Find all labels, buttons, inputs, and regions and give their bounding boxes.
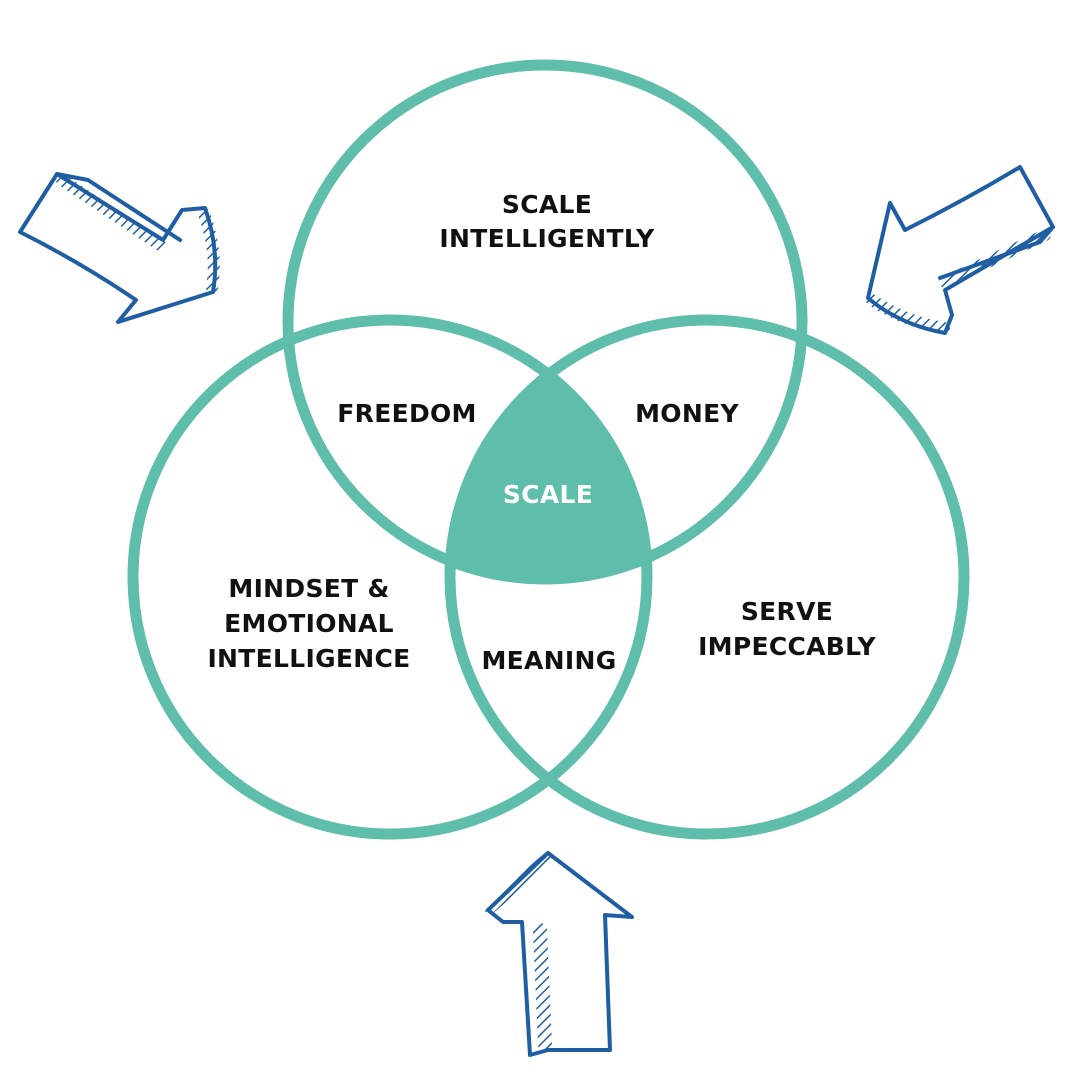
top-circle-label-line-1: SCALE xyxy=(502,190,592,219)
overlap-top-right-label: MONEY xyxy=(635,399,739,428)
left-circle xyxy=(127,314,653,840)
top-right-arrow-icon xyxy=(866,165,1055,335)
left-circle-label-line-3: INTELLIGENCE xyxy=(207,644,410,673)
top-left-arrow-icon xyxy=(18,172,220,324)
right-circle xyxy=(444,314,970,840)
bottom-arrow-icon xyxy=(484,851,634,1057)
left-circle-label-line-1: MINDSET & xyxy=(228,574,389,603)
overlap-top-left-label: FREEDOM xyxy=(337,399,476,428)
top-circle-label-line-2: INTELLIGENTLY xyxy=(439,224,655,253)
center-label: SCALE xyxy=(503,480,593,509)
right-circle-label-line-1: SERVE xyxy=(741,597,833,626)
overlap-bottom-label: MEANING xyxy=(481,646,616,675)
left-circle-label-line-2: EMOTIONAL xyxy=(224,609,394,638)
top-circle xyxy=(282,59,808,585)
right-circle-label-line-2: IMPECCABLY xyxy=(698,632,876,661)
